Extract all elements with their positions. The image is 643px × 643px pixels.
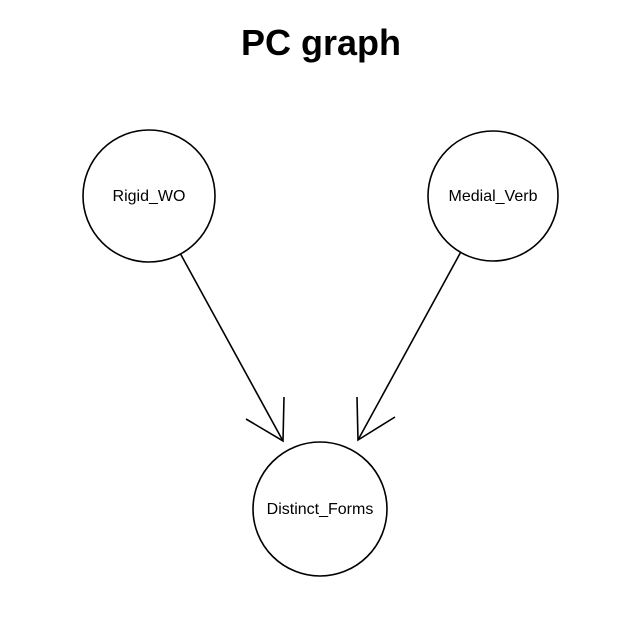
arrowhead-icon (356, 396, 396, 442)
edge-line (357, 247, 464, 441)
node-medial-verb: Medial_Verb (427, 130, 559, 262)
page-title: PC graph (241, 22, 401, 63)
node-circle (427, 130, 559, 262)
arrowhead-icon (245, 396, 285, 443)
node-label: Rigid_WO (113, 188, 186, 205)
node-distinct-forms: Distinct_Forms (252, 441, 388, 577)
node-label: Distinct_Forms (267, 501, 374, 518)
edge-line (179, 252, 284, 442)
node-label: Medial_Verb (449, 188, 538, 205)
node-rigid-wo: Rigid_WO (82, 129, 216, 263)
edge-medial-verb-to-distinct-forms (356, 247, 464, 442)
node-circle (252, 441, 388, 577)
node-circle (82, 129, 216, 263)
edge-rigid-wo-to-distinct-forms (179, 252, 285, 443)
